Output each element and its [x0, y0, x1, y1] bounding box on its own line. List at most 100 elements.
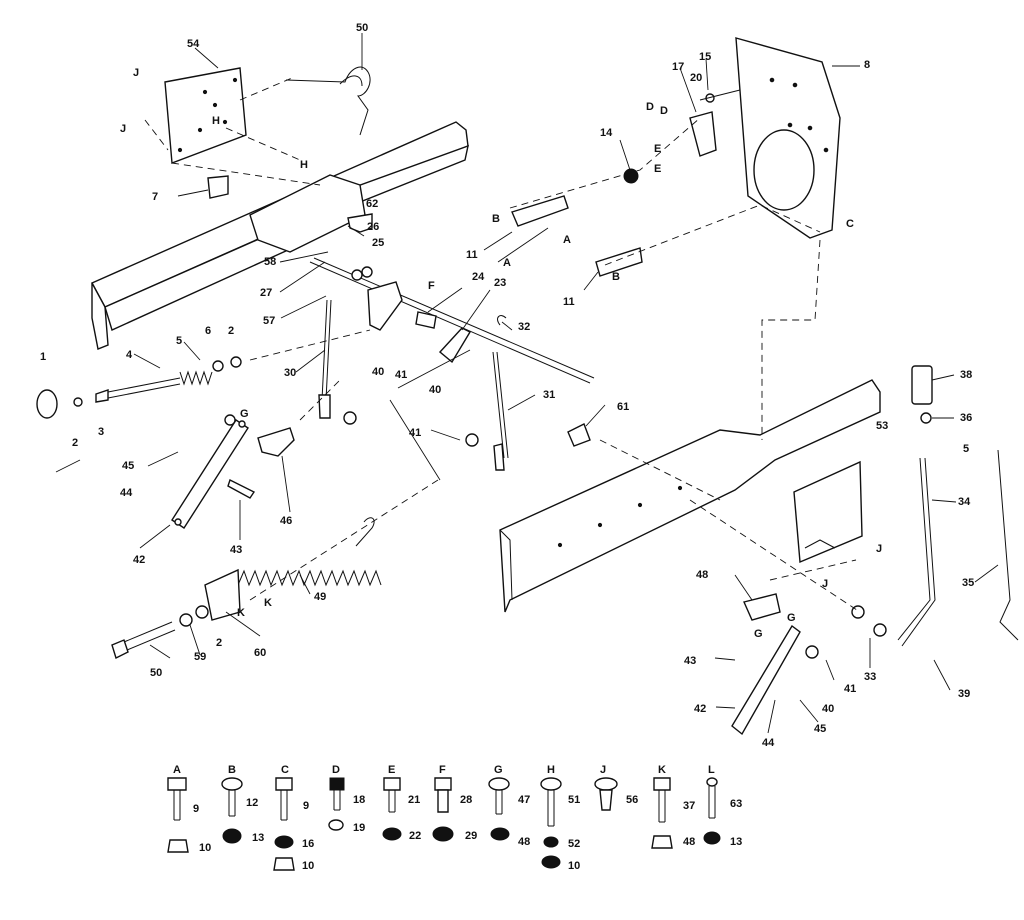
- callout-label: 50: [356, 22, 368, 34]
- grommet-14: [623, 168, 639, 184]
- left-frame-rail: [91, 121, 469, 350]
- legend-item-l: L 63 13: [703, 764, 742, 848]
- callout-label: E: [654, 143, 661, 155]
- legend-bolt-number: 12: [246, 797, 258, 809]
- callout-label: 2: [216, 637, 222, 649]
- bolt-50: [111, 605, 209, 659]
- callout-label: B: [492, 213, 500, 225]
- bracket-60: [204, 568, 241, 621]
- bracket-11-upper: [511, 195, 569, 227]
- callout-label: 54: [187, 38, 200, 50]
- legend-nut-number: 10: [199, 842, 211, 854]
- rod-31: [492, 315, 509, 471]
- legend-nut-number: 16: [302, 838, 314, 850]
- arm-23: [438, 327, 471, 364]
- legend-letter: A: [173, 764, 181, 776]
- bracket-17: [689, 89, 741, 157]
- legend-letter: E: [388, 764, 395, 776]
- leader-lines: [55, 33, 999, 734]
- callout-label: B: [612, 271, 620, 283]
- callout-label: E: [654, 163, 661, 175]
- callout-label: 43: [684, 655, 696, 667]
- legend-bolt-number: 18: [353, 794, 365, 806]
- callout-label: G: [240, 408, 249, 420]
- legend-bolt-number: 37: [683, 800, 695, 812]
- washer-40-left-b: [465, 433, 479, 447]
- legend-item-f: F 28 29: [432, 764, 477, 842]
- callout-label: 41: [844, 683, 856, 695]
- assembly-lines: [144, 77, 861, 613]
- legend-bolt-number: 9: [303, 800, 309, 812]
- legend-letter: D: [332, 764, 340, 776]
- legend-nut-number: 48: [518, 836, 530, 848]
- legend-nut-number: 29: [465, 830, 477, 842]
- legend-letter: F: [439, 764, 446, 776]
- callout-label: 42: [694, 703, 706, 715]
- bracket-62: [347, 213, 373, 233]
- callout-label: 42: [133, 554, 145, 566]
- callout-label: 35: [962, 577, 974, 589]
- callout-label: 53: [876, 420, 888, 432]
- mount-plate-53: [793, 460, 863, 564]
- callout-label: C: [846, 218, 854, 230]
- callout-label: 2: [228, 325, 234, 337]
- legend-letter: G: [494, 764, 503, 776]
- legend-letter: B: [228, 764, 236, 776]
- callout-label: 34: [958, 496, 971, 508]
- legend-item-g: G 47 48: [488, 764, 530, 848]
- legend-bolt-number: 28: [460, 794, 472, 806]
- legend-item-k: K 37 48: [651, 764, 695, 849]
- callout-label: 3: [98, 426, 104, 438]
- legend-item-c: C 9 16 10: [273, 764, 314, 872]
- washer-33b: [873, 623, 887, 637]
- legend-item-d: D 18 19: [328, 764, 365, 834]
- callout-label: 59: [194, 651, 206, 663]
- legend-item-b: B 12 13: [221, 764, 264, 844]
- callout-label: 7: [152, 191, 158, 203]
- bracket-48: [743, 593, 781, 621]
- lever-34: [897, 365, 936, 647]
- legend-nut-number: 13: [252, 832, 264, 844]
- callout-label: 30: [284, 367, 296, 379]
- legend-item-a: A 9 10: [167, 764, 211, 854]
- callout-label: 43: [230, 544, 242, 556]
- callout-label: J: [822, 578, 828, 590]
- callout-label: G: [787, 612, 796, 624]
- callout-label: F: [428, 280, 435, 292]
- legend-nut-number-2: 10: [568, 860, 580, 872]
- legend-item-e: E 21 22: [382, 764, 421, 842]
- callout-label: 62: [366, 198, 378, 210]
- callout-label: 11: [563, 296, 575, 308]
- callout-label: 57: [263, 315, 275, 327]
- callout-label: 49: [314, 591, 326, 603]
- spring-wire-50: [285, 66, 371, 136]
- legend-letter: L: [708, 764, 715, 776]
- legend-letter: K: [658, 764, 666, 776]
- callout-label: 44: [120, 487, 133, 499]
- callout-label: 41: [409, 427, 421, 439]
- legend-bolt-number: 47: [518, 794, 530, 806]
- legend-nut-number: 52: [568, 838, 580, 850]
- callout-label: 5: [963, 443, 969, 455]
- callout-label: 40: [372, 366, 384, 378]
- callout-label: D: [660, 105, 668, 117]
- callout-label: H: [212, 115, 220, 127]
- callout-label: 32: [518, 321, 530, 333]
- callout-label: 15: [699, 51, 711, 63]
- callout-label: 45: [122, 460, 134, 472]
- legend-letter: H: [547, 764, 555, 776]
- callout-label: 39: [958, 688, 970, 700]
- callout-label: K: [264, 597, 272, 609]
- spring-49: [237, 517, 382, 587]
- callout-label: 60: [254, 647, 266, 659]
- legend-bolt-number: 9: [193, 803, 199, 815]
- callout-label: 45: [814, 723, 826, 735]
- callout-label: J: [133, 67, 139, 79]
- callout-label: 40: [429, 384, 441, 396]
- legend-nut-number: 19: [353, 822, 365, 834]
- callout-label: 40: [822, 703, 834, 715]
- washer-40-right: [805, 645, 819, 659]
- legend-letter: C: [281, 764, 289, 776]
- bolt-43: [227, 479, 256, 499]
